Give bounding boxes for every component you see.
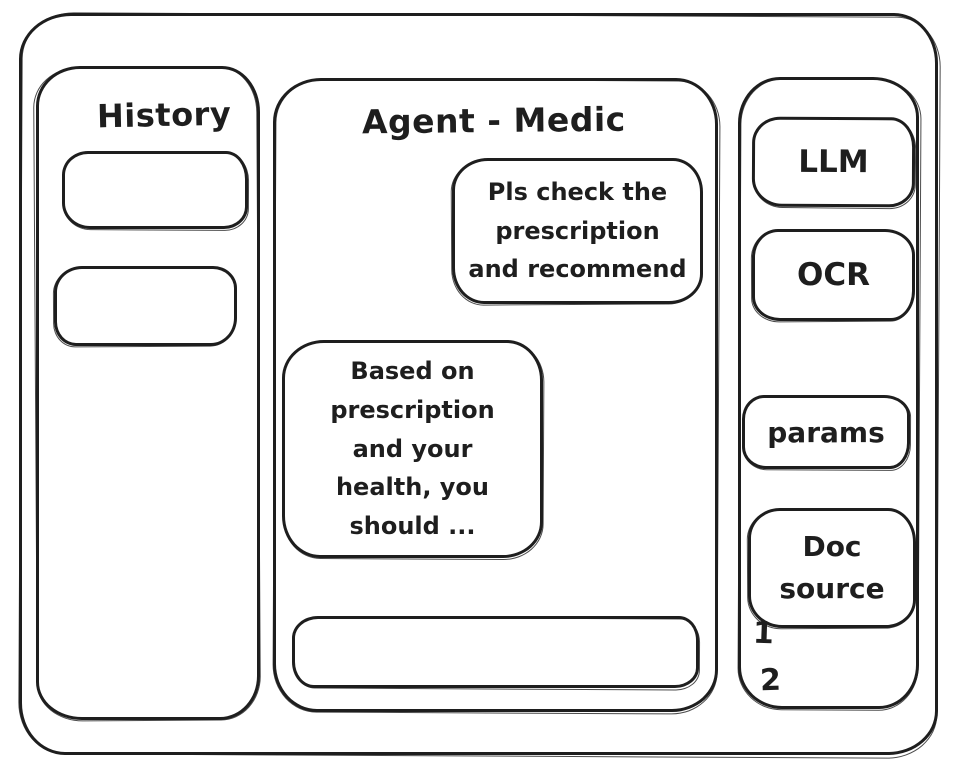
history-item[interactable] [54, 266, 237, 346]
user-message-text: Pls check the prescription and recommend [468, 177, 687, 284]
doc-source-item-number-1: 1 [752, 615, 775, 652]
history-panel [36, 66, 260, 720]
chat-panel-title: Agent - Medic [361, 99, 626, 142]
llm-button-label: LLM [798, 143, 869, 181]
assistant-message-bubble: Based on prescription and your health, y… [282, 340, 543, 558]
params-button[interactable]: params [742, 395, 910, 469]
ocr-button-label: OCR [797, 257, 870, 293]
message-input[interactable] [292, 616, 699, 688]
history-panel-title: History [96, 94, 232, 136]
doc-source-item-number-2: 2 [759, 662, 782, 699]
doc-source-button[interactable]: Doc source [748, 508, 916, 628]
ocr-button[interactable]: OCR [752, 229, 915, 321]
user-message-bubble: Pls check the prescription and recommend [452, 158, 703, 304]
history-item[interactable] [62, 151, 248, 229]
chat-panel [273, 78, 718, 712]
llm-button[interactable]: LLM [751, 116, 916, 208]
assistant-message-text: Based on prescription and your health, y… [330, 356, 495, 541]
app-window-frame [19, 13, 938, 755]
doc-source-button-label: Doc source [779, 530, 885, 605]
tools-panel [738, 77, 919, 709]
params-button-label: params [767, 415, 885, 449]
